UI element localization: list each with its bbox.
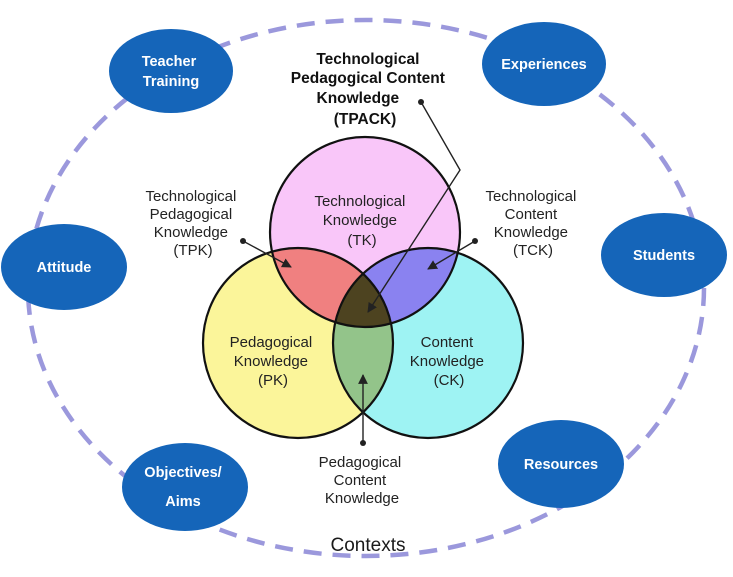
oval-attitude: Attitude (1, 224, 127, 310)
pk-label: Pedagogical Knowledge (PK) (230, 334, 317, 389)
oval-students: Students (601, 213, 727, 297)
tpk-label: Technological Pedagogical Knowledge (TPK… (145, 188, 240, 259)
tk-label: Technological Knowledge (TK) (314, 193, 409, 249)
oval-experiences: Experiences (482, 22, 606, 106)
contexts-label: Contexts (331, 535, 406, 556)
oval-resources: Resources (498, 420, 624, 508)
oval-objectives-aims: Objectives/ Aims (122, 443, 248, 531)
contexts-ring (25, 17, 707, 559)
tck-label: Technological Content Knowledge (TCK) (485, 188, 580, 259)
svg-text:Students: Students (633, 248, 695, 264)
tck-pointer (427, 240, 476, 270)
tpack-title: Technological Pedagogical Content Knowle… (291, 51, 449, 128)
svg-text:Objectives/ Aims: Objectives/ Aims (144, 465, 225, 510)
oval-teacher-training: Teacher Training (109, 29, 233, 113)
svg-text:Teacher Training: Teacher Training (142, 54, 201, 90)
tpack-pointer (367, 101, 461, 313)
svg-text:Resources: Resources (524, 457, 598, 473)
svg-text:Experiences: Experiences (501, 57, 586, 73)
pck-label: Pedagogical Content Knowledge (319, 454, 406, 507)
svg-text:Attitude: Attitude (37, 260, 92, 276)
tpk-pointer (242, 240, 292, 268)
ck-label: Content Knowledge (CK) (410, 334, 488, 389)
